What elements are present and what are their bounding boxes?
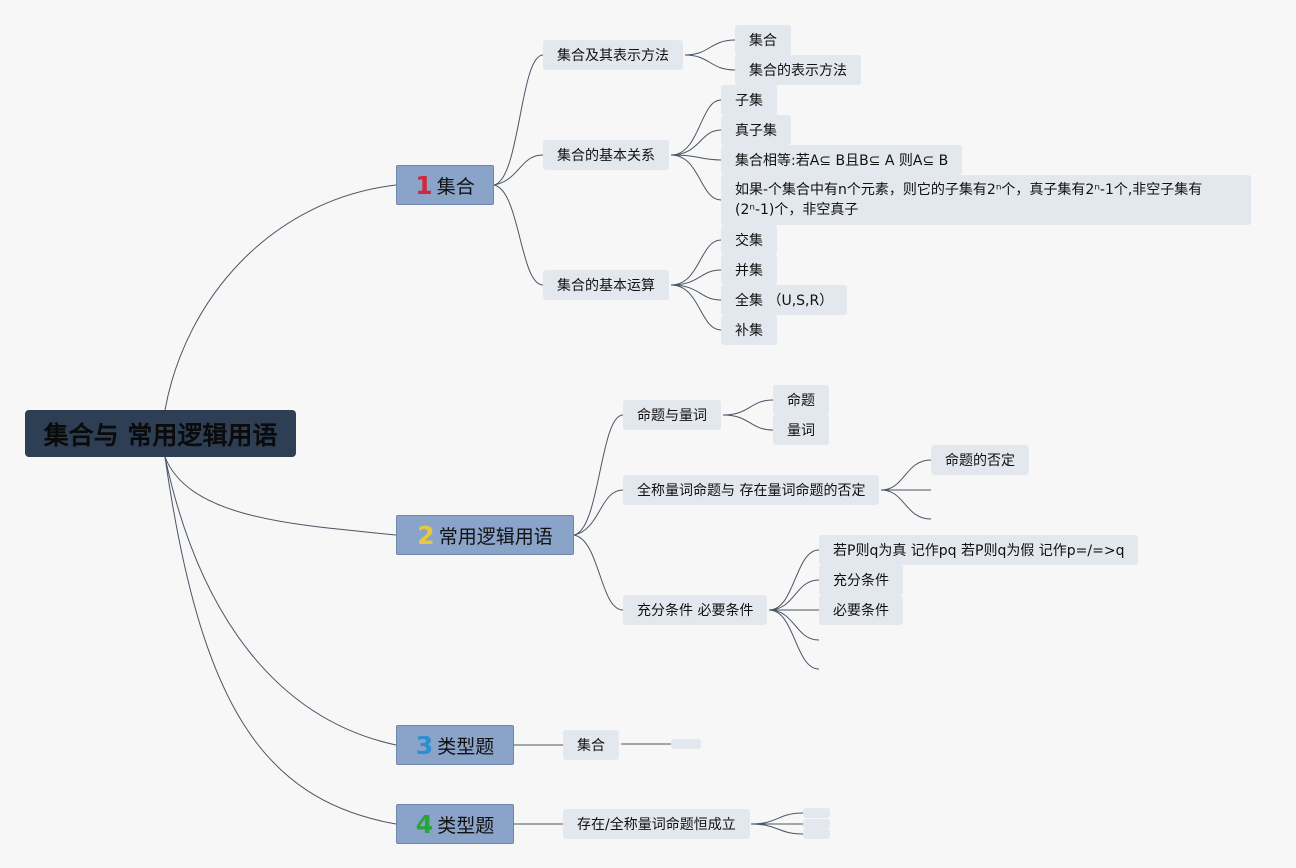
subtopic-set-representation[interactable]: 集合及其表示方法 bbox=[543, 40, 683, 70]
branch-3-label: 类型题 bbox=[437, 735, 495, 758]
leaf-set-equality[interactable]: 集合相等:若A⊆ B且B⊆ A 则A⊆ B bbox=[721, 145, 963, 175]
subtopic-sufficient-necessary[interactable]: 充分条件 必要条件 bbox=[623, 595, 768, 625]
leaf-set-representation-method[interactable]: 集合的表示方法 bbox=[735, 55, 861, 85]
empty-node[interactable] bbox=[803, 819, 830, 829]
subtopic-propositions-quantifiers[interactable]: 命题与量词 bbox=[623, 400, 721, 430]
root-topic-label: 集合与 常用逻辑用语 bbox=[43, 420, 278, 450]
subtopic-quantifier-negation[interactable]: 全称量词命题与 存在量词命题的否定 bbox=[623, 475, 880, 505]
branch-4-topic[interactable]: 4 类型题 bbox=[396, 804, 514, 844]
branch-2-number: 2 bbox=[417, 520, 435, 550]
branch-4-number: 4 bbox=[415, 809, 434, 839]
empty-node[interactable] bbox=[803, 829, 830, 839]
leaf-quantifier[interactable]: 量词 bbox=[773, 415, 829, 445]
branch-1-number: 1 bbox=[415, 170, 433, 200]
leaf-proposition[interactable]: 命题 bbox=[773, 385, 829, 415]
branch-2-label: 常用逻辑用语 bbox=[438, 525, 553, 548]
leaf-implication[interactable]: 若P则q为真 记作pq 若P则q为假 记作p=/=>q bbox=[819, 535, 1139, 565]
branch-1-topic[interactable]: 1 集合 bbox=[396, 165, 494, 205]
leaf-complement[interactable]: 补集 bbox=[721, 315, 777, 345]
leaf-union[interactable]: 并集 bbox=[721, 255, 777, 285]
leaf-sufficient-condition[interactable]: 充分条件 bbox=[819, 565, 903, 595]
subtopic-set-operations[interactable]: 集合的基本运算 bbox=[543, 270, 669, 300]
branch-4-label: 类型题 bbox=[437, 814, 495, 837]
empty-node[interactable] bbox=[803, 808, 830, 818]
branch-1-label: 集合 bbox=[436, 175, 475, 198]
branch-3-number: 3 bbox=[415, 730, 434, 760]
leaf-proposition-negation[interactable]: 命题的否定 bbox=[931, 445, 1029, 475]
subtopic-quantifier-always-true[interactable]: 存在/全称量词命题恒成立 bbox=[563, 809, 750, 839]
leaf-universal-set[interactable]: 全集 （U,S,R） bbox=[721, 285, 848, 315]
branch-3-topic[interactable]: 3 类型题 bbox=[396, 725, 514, 765]
branch-2-topic[interactable]: 2 常用逻辑用语 bbox=[396, 515, 574, 555]
leaf-set[interactable]: 集合 bbox=[735, 25, 791, 55]
leaf-proper-subset[interactable]: 真子集 bbox=[721, 115, 791, 145]
subtopic-type-set[interactable]: 集合 bbox=[563, 730, 619, 760]
leaf-necessary-condition[interactable]: 必要条件 bbox=[819, 595, 903, 625]
subtopic-set-relations[interactable]: 集合的基本关系 bbox=[543, 140, 669, 170]
leaf-intersection[interactable]: 交集 bbox=[721, 225, 777, 255]
leaf-subset-count[interactable]: 如果-个集合中有n个元素，则它的子集有2ⁿ个，真子集有2ⁿ-1个,非空子集有(2… bbox=[721, 175, 1251, 225]
leaf-subset[interactable]: 子集 bbox=[721, 85, 777, 115]
root-topic[interactable]: 集合与 常用逻辑用语 bbox=[25, 410, 296, 457]
empty-node[interactable] bbox=[671, 739, 701, 749]
